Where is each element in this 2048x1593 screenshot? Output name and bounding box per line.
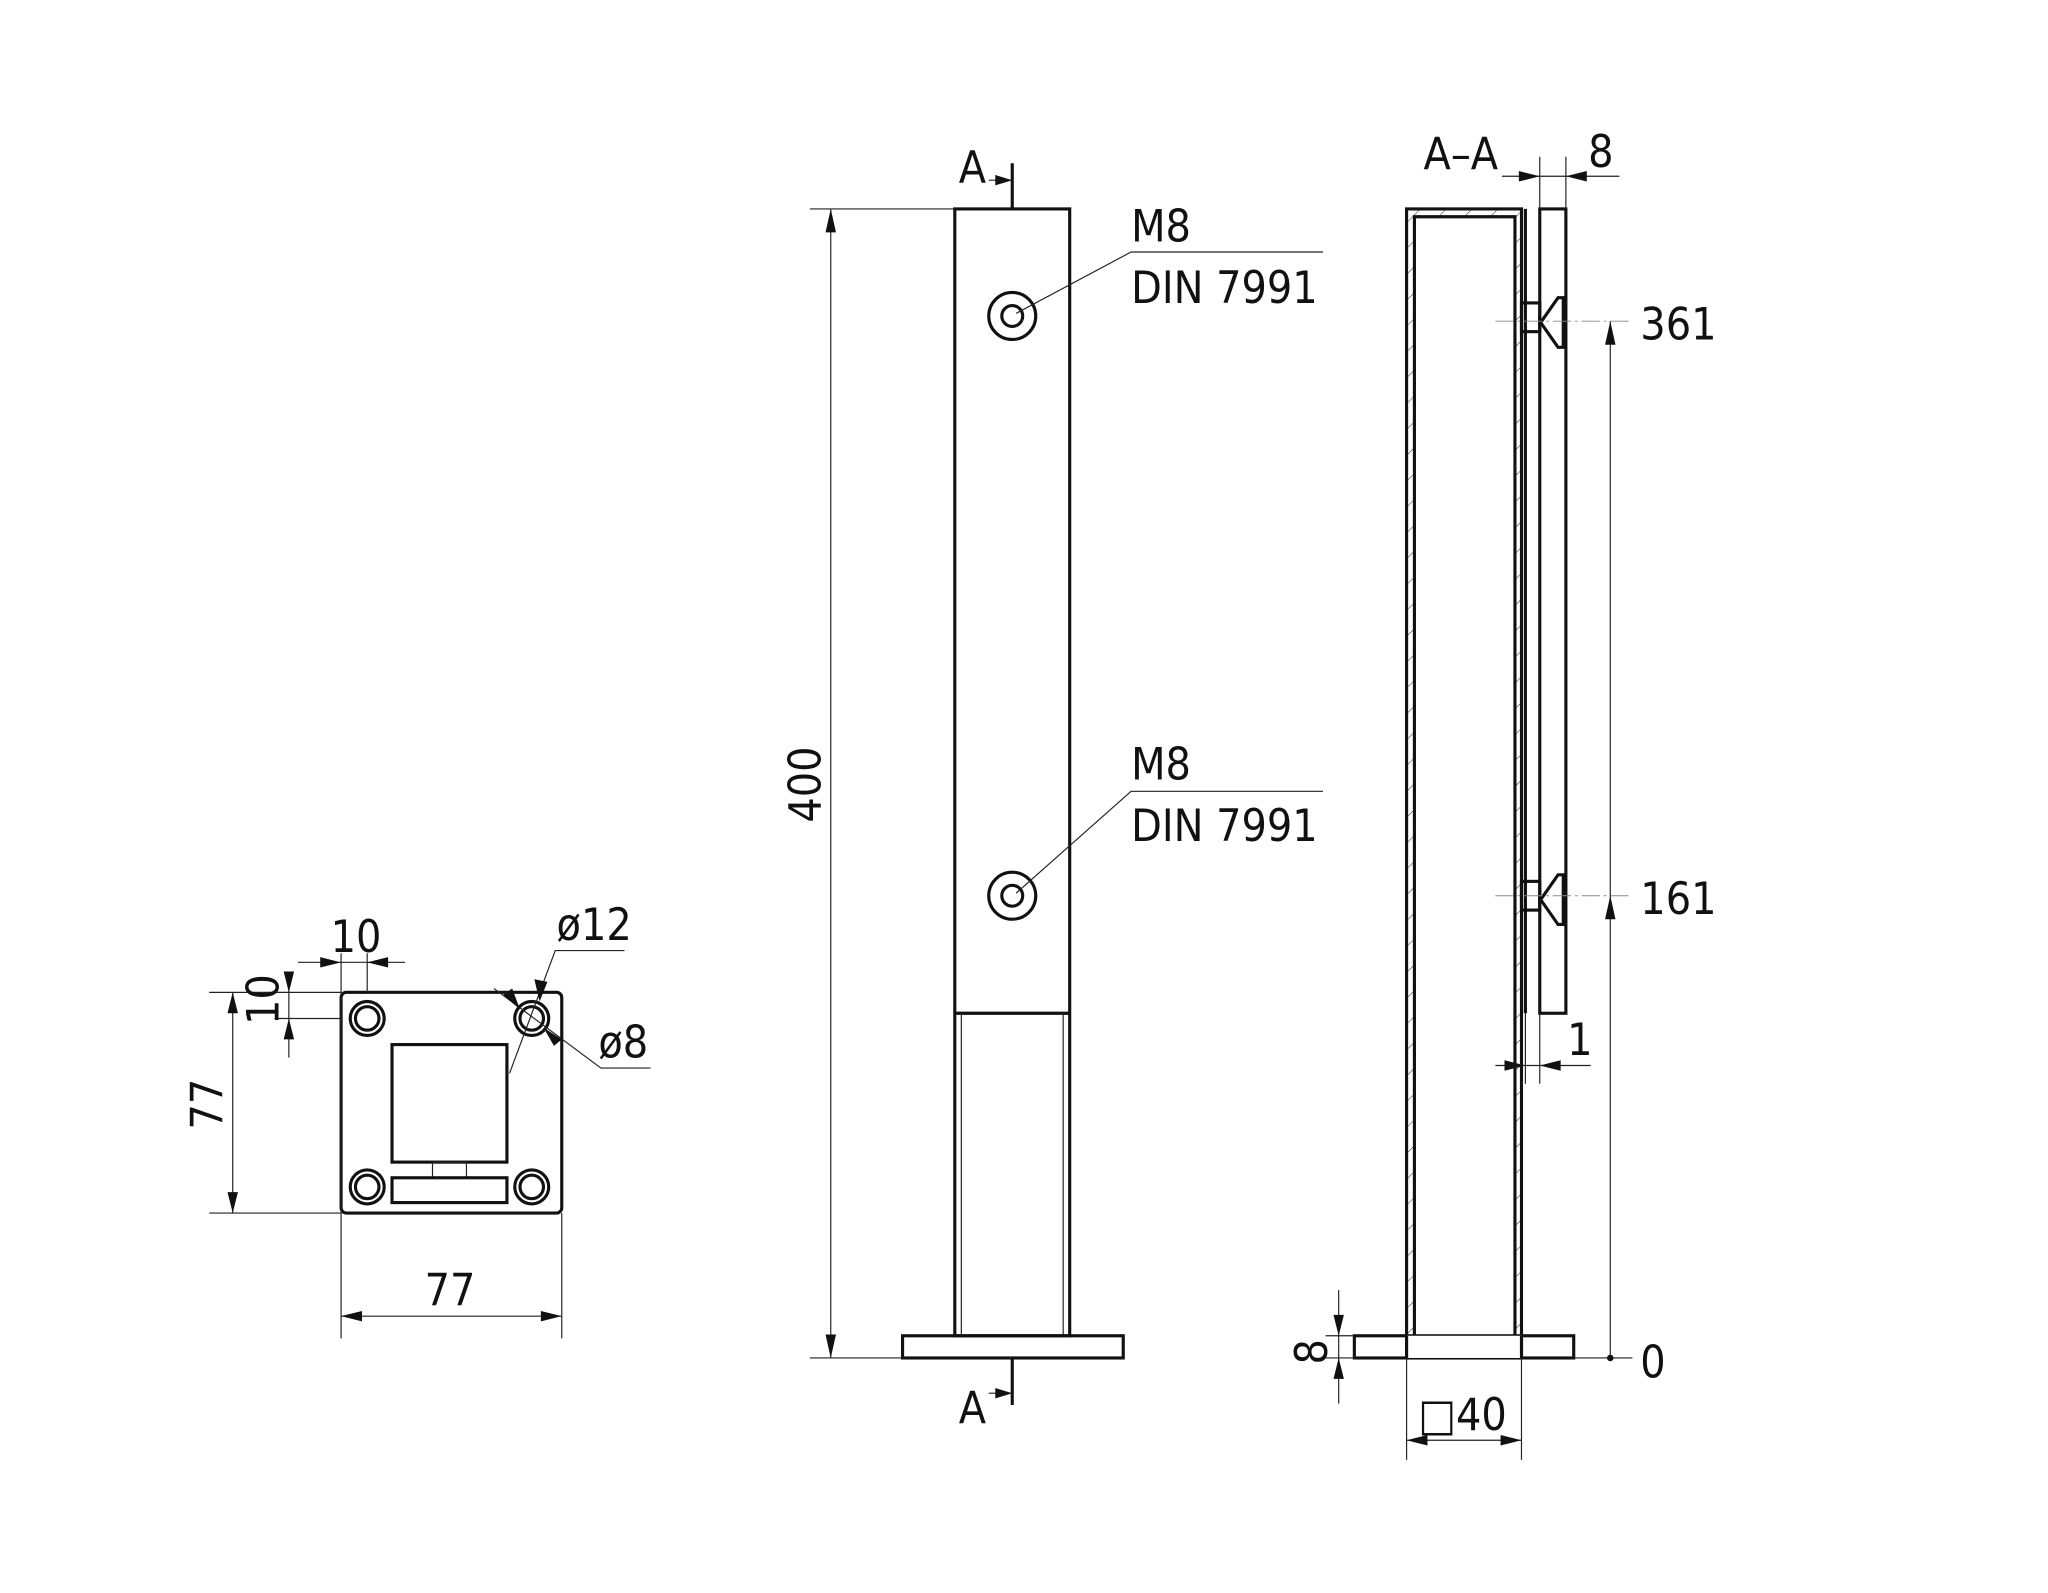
- mounting-holes: [348, 999, 551, 1206]
- section-view: 361 161 0 A–A 8 1 8 □40: [1287, 127, 1716, 1460]
- gap-dim: 1: [1567, 1015, 1592, 1066]
- hole-offset-x-dim: 10: [331, 912, 382, 963]
- tube-size-dim: □40: [1418, 1390, 1507, 1441]
- screw-hole-lower: [987, 870, 1038, 921]
- section-title: A–A: [1424, 130, 1499, 181]
- callout-standard-upper: DIN 7991: [1131, 263, 1318, 314]
- glass-panel: [1538, 207, 1568, 1015]
- plan-base-plate: [339, 990, 564, 1215]
- glass-thickness-dim: 8: [1588, 127, 1613, 178]
- screw-upper: [1519, 296, 1565, 349]
- screw-lower: [1519, 873, 1565, 927]
- outer-diameter-dim: ø12: [557, 900, 632, 951]
- base-plate: [900, 1334, 1125, 1360]
- front-view: M8 DIN 7991 M8 DIN 7991 400 A A: [780, 143, 1324, 1434]
- post-body: [953, 207, 1072, 1338]
- section-mark-bottom: A: [959, 1383, 986, 1434]
- level-lower: 161: [1640, 874, 1716, 925]
- plan-tube: [390, 1043, 509, 1164]
- height-dim: 400: [780, 746, 831, 822]
- callout-thread-lower: M8: [1131, 740, 1191, 791]
- plan-width-dim: 77: [425, 1266, 476, 1317]
- level-upper: 361: [1640, 299, 1716, 350]
- hole-offset-y-dim: 10: [238, 974, 289, 1025]
- screw-hole-upper: [987, 290, 1038, 342]
- level-zero: 0: [1640, 1338, 1665, 1389]
- plate-thickness-dim: 8: [1287, 1339, 1338, 1364]
- plan-view: 10 10 77 77 ø12 ø8: [182, 900, 651, 1339]
- callout-thread-upper: M8: [1131, 202, 1191, 253]
- plan-height-dim: 77: [182, 1079, 233, 1130]
- inner-diameter-dim: ø8: [598, 1018, 648, 1069]
- section-mark-top: A: [959, 143, 986, 194]
- callout-standard-lower: DIN 7991: [1131, 801, 1318, 852]
